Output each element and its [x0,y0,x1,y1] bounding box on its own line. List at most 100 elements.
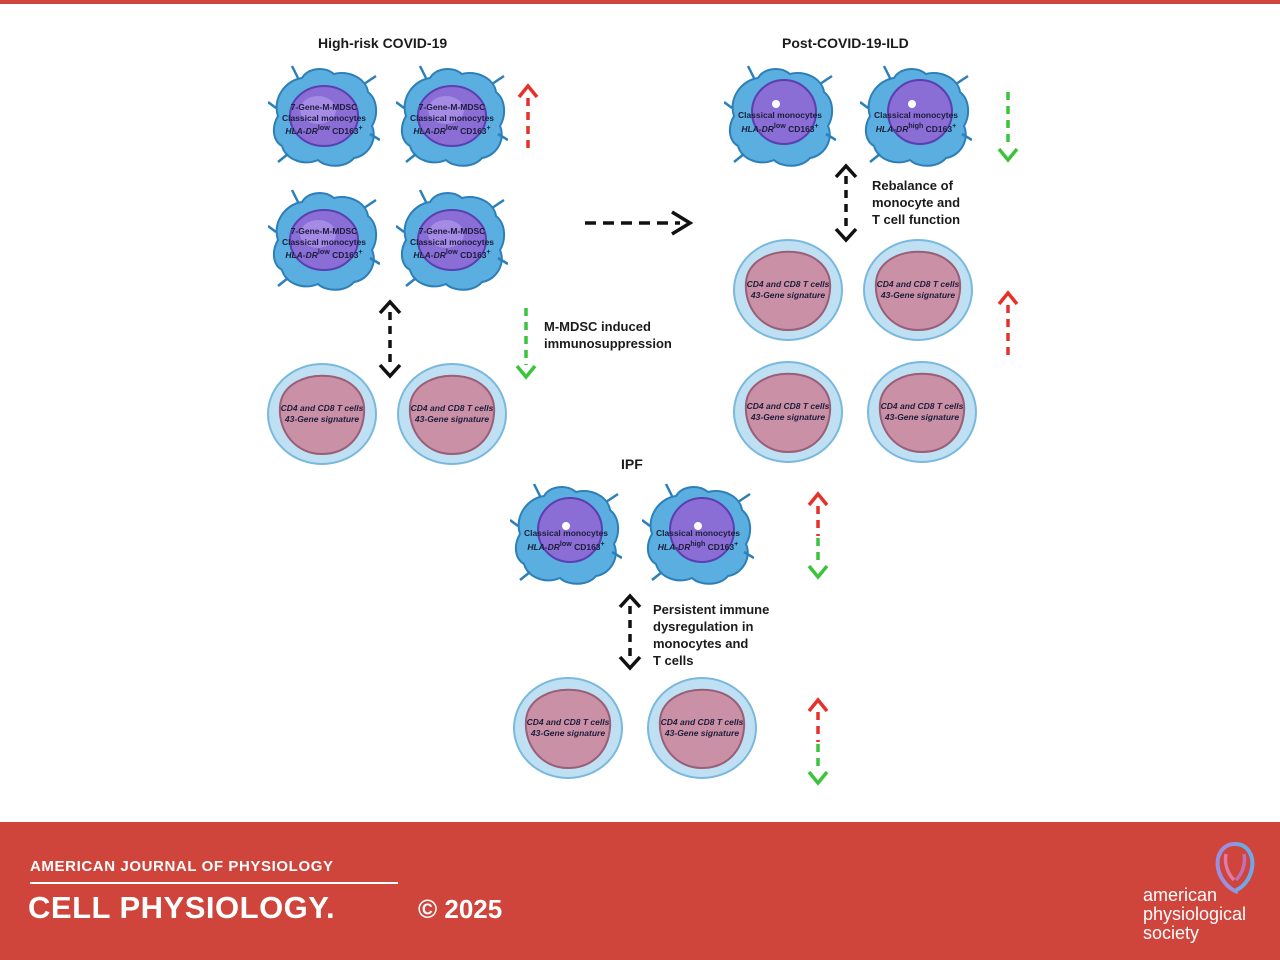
monocyte-mdsc-cell: 7-Gene-M-MDSC Classical monocytes HLA-DR… [268,188,380,292]
hla-dr-level: low [445,248,458,256]
tcell: CD4 and CD8 T cells 43-Gene signature [866,360,978,464]
journal-footer: AMERICAN JOURNAL OF PHYSIOLOGY CELL PHYS… [0,822,1280,960]
tcell-label: CD4 and CD8 T cells 43-Gene signature [862,279,974,300]
mdsc-label: 7-Gene-M-MDSC Classical monocytes HLA-DR… [396,102,508,136]
tcell-label-line: 43-Gene signature [414,413,490,424]
hla-dr-text: HLA-DR [741,123,774,134]
note-mdsc-line: M-MDSC induced [544,319,651,334]
hla-dr-level: low [445,124,458,132]
note-persistent-line: monocytes and [653,636,749,651]
hla-dr-level: low [559,539,572,548]
double-arrow-ipf [618,593,642,671]
double-arrow-high-risk [378,299,402,379]
tcell-label: CD4 and CD8 T cells 43-Gene signature [646,717,758,738]
monocyte-hla-low-cell: Classical monocytes HLA-DRlow CD163+ [724,64,836,168]
society-name-line: american [1143,885,1218,905]
tcell-label-line: 43-Gene signature [884,411,960,422]
cd163-text: CD163 [571,541,601,552]
monocyte-marker-line: HLA-DRhigh CD163+ [642,539,754,552]
hla-dr-text: HLA-DR [285,249,318,260]
tcell-label-line: 43-Gene signature [750,289,826,300]
tcell: CD4 and CD8 T cells 43-Gene signature [732,238,844,342]
title-ipf: IPF [621,456,643,472]
cd163-level: + [358,248,363,256]
note-rebalance-line: Rebalance of [872,178,953,193]
cd163-level: + [486,124,491,132]
down-arrow-post-ild-monocytes [997,92,1019,163]
hla-dr-text: HLA-DR [527,541,560,552]
hla-dr-level: high [690,539,706,548]
cd163-text: CD163 [329,125,359,136]
cd163-text: CD163 [705,541,735,552]
mdsc-label-line: Classical monocytes [409,112,495,123]
hla-dr-text: HLA-DR [657,541,691,552]
tcell-label-line: CD4 and CD8 T cells [876,279,960,289]
cd163-level: + [952,121,957,130]
cd163-text: CD163 [785,123,815,134]
tcell-label: CD4 and CD8 T cells 43-Gene signature [866,401,978,422]
mdsc-label: 7-Gene-M-MDSC Classical monocytes HLA-DR… [268,226,380,260]
note-mdsc-line: immunosuppression [544,336,672,351]
mdsc-label-line: Classical monocytes [409,236,495,247]
tcell: CD4 and CD8 T cells 43-Gene signature [862,238,974,342]
journal-divider [30,882,398,884]
note-rebalance-line: monocyte and [872,195,961,210]
down-arrow-high-risk-tcells [515,308,537,380]
monocyte-mdsc-cell: 7-Gene-M-MDSC Classical monocytes HLA-DR… [396,64,508,168]
monocyte-label: Classical monocytes HLA-DRlow CD163+ [510,528,622,552]
note-persistent-dysregulation: Persistent immune dysregulation in monoc… [653,601,769,669]
up-arrow-post-ild-tcells [997,290,1019,358]
mdsc-label-line: 7-Gene-M-MDSC [290,102,358,112]
society-name: american physiological society [1143,886,1246,943]
monocyte-label: Classical monocytes HLA-DRlow CD163+ [724,110,836,134]
mdsc-label-line: 7-Gene-M-MDSC [290,226,358,236]
cd163-level: + [600,539,605,548]
monocyte-mdsc-cell: 7-Gene-M-MDSC Classical monocytes HLA-DR… [268,64,380,168]
monocyte-marker-line: HLA-DRlow CD163+ [724,121,836,134]
figure-canvas: High-risk COVID-19 Post-COVID-19-ILD IPF… [267,35,1019,786]
monocyte-label-line: Classical monocytes [523,528,609,538]
tcell: CD4 and CD8 T cells 43-Gene signature [396,362,508,466]
monocyte-hla-high-cell: Classical monocytes HLA-DRhigh CD163+ [642,482,754,586]
mdsc-label-line: 7-Gene-M-MDSC [418,226,486,236]
cd163-level: + [358,124,363,132]
note-mdsc-immunosuppression: M-MDSC induced immunosuppression [544,318,672,352]
note-rebalance-line: T cell function [872,212,961,227]
tcell-label-line: CD4 and CD8 T cells [410,403,494,413]
tcell-label-line: CD4 and CD8 T cells [880,401,964,411]
tcell: CD4 and CD8 T cells 43-Gene signature [646,676,758,780]
tcell-label: CD4 and CD8 T cells 43-Gene signature [732,279,844,300]
cd163-text: CD163 [457,125,487,136]
tcell-label: CD4 and CD8 T cells 43-Gene signature [512,717,624,738]
note-persistent-line: T cells [653,653,694,668]
journal-title: CELL PHYSIOLOGY. [28,890,336,925]
cd163-level: + [814,121,819,130]
hla-dr-level: low [317,124,330,132]
monocyte-marker-line: HLA-DRlow CD163+ [510,539,622,552]
tcell-label: CD4 and CD8 T cells 43-Gene signature [732,401,844,422]
hla-dr-level: high [908,121,924,130]
tcell: CD4 and CD8 T cells 43-Gene signature [512,676,624,780]
mdsc-label-line: 7-Gene-M-MDSC [418,102,486,112]
monocyte-label: Classical monocytes HLA-DRhigh CD163+ [642,528,754,552]
monocyte-marker-line: HLA-DRhigh CD163+ [860,121,972,134]
tcell-label-line: CD4 and CD8 T cells [746,401,830,411]
tcell-label-line: 43-Gene signature [664,727,740,738]
tcell-label-line: 43-Gene signature [750,411,826,422]
tcell-label: CD4 and CD8 T cells 43-Gene signature [396,403,508,424]
note-persistent-line: dysregulation in [653,619,754,634]
note-persistent-line: Persistent immune [653,602,770,617]
mdsc-label: 7-Gene-M-MDSC Classical monocytes HLA-DR… [396,226,508,260]
hla-dr-level: low [773,121,786,130]
monocyte-hla-low-cell: Classical monocytes HLA-DRlow CD163+ [510,482,622,586]
copyright-year: © 2025 [418,894,503,924]
progression-arrow [585,210,694,236]
double-arrow-post-ild [834,163,858,243]
cd163-text: CD163 [923,123,953,134]
hla-dr-text: HLA-DR [413,249,446,260]
hla-dr-text: HLA-DR [285,125,318,136]
title-high-risk-covid: High-risk COVID-19 [318,35,448,51]
cd163-level: + [734,539,739,548]
title-post-covid-ild: Post-COVID-19-ILD [782,35,909,51]
tcell-label-line: 43-Gene signature [284,413,360,424]
